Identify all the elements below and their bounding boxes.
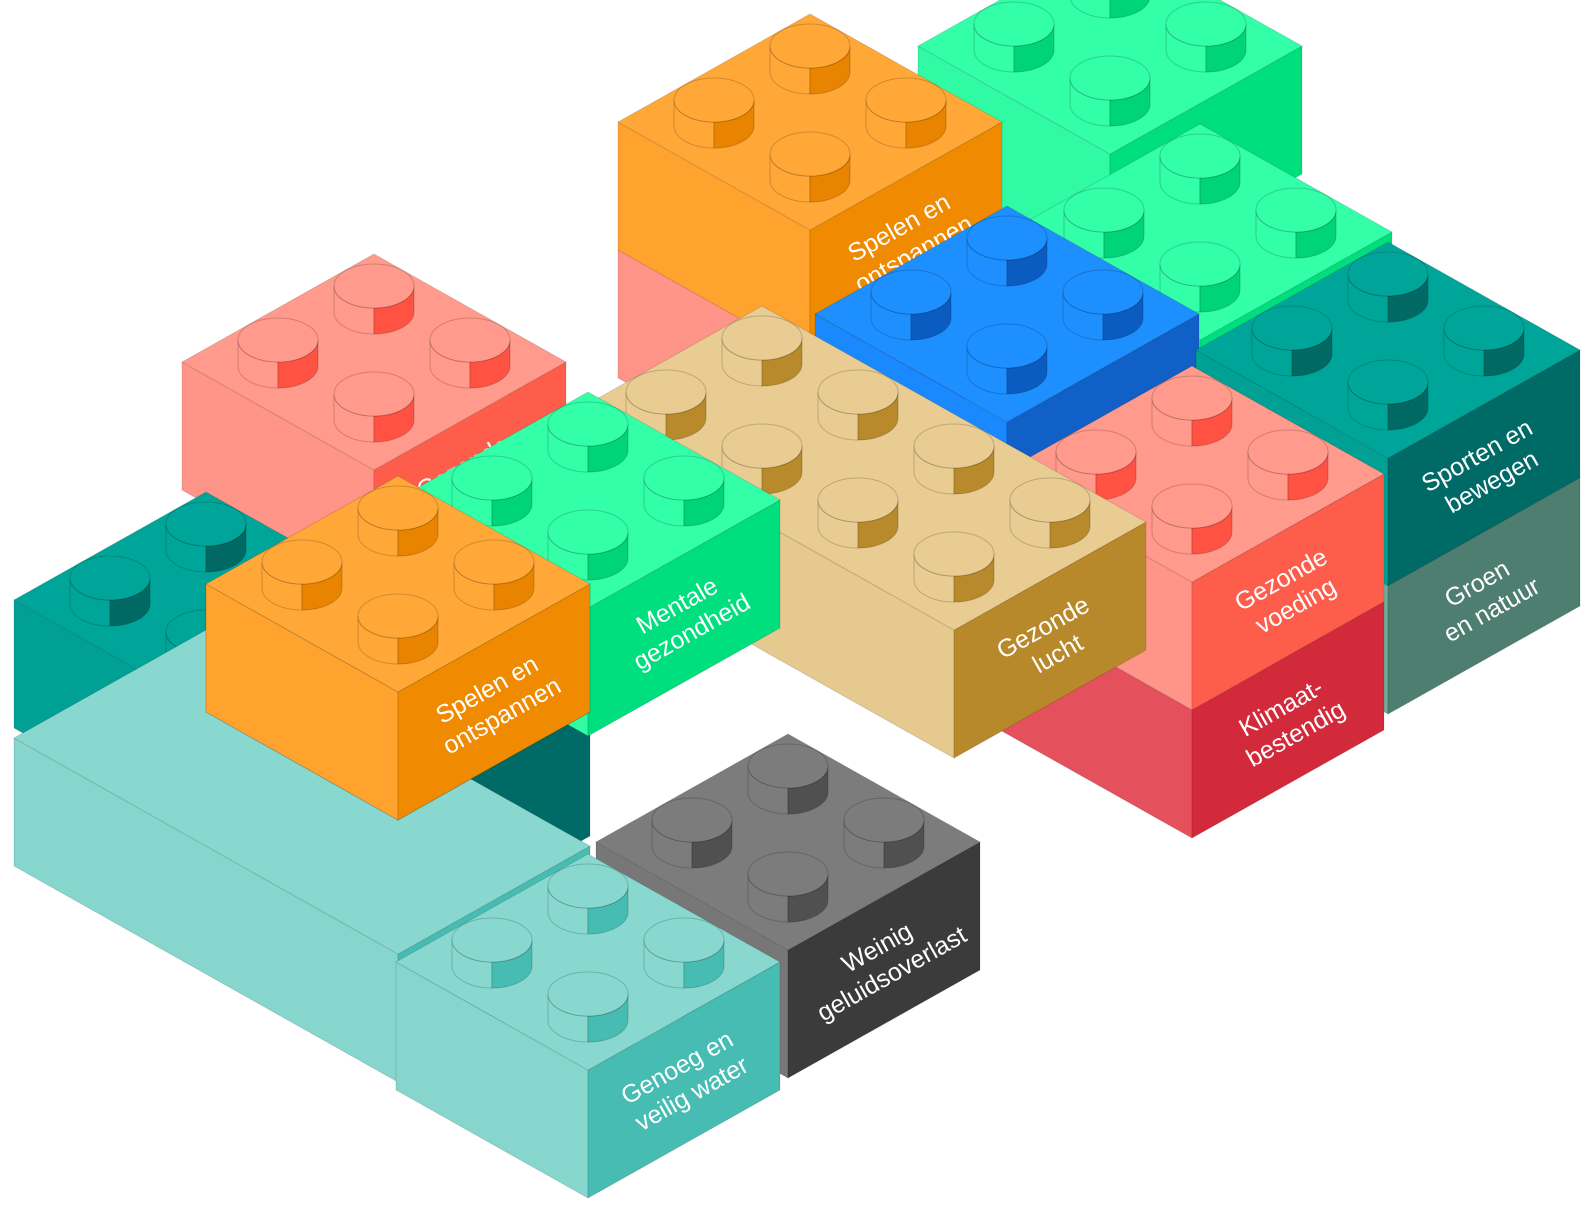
stud-icon — [643, 455, 725, 527]
stud-icon — [237, 317, 319, 389]
stud-icon — [1347, 251, 1429, 323]
stud-icon — [165, 501, 247, 573]
block-top-face — [204, 475, 592, 693]
stud-icon — [966, 323, 1048, 395]
stud-icon — [1247, 429, 1329, 501]
block-right-face — [1191, 601, 1385, 839]
stud-icon — [1255, 187, 1337, 259]
block-top-face — [180, 253, 568, 471]
stud-icon — [1347, 359, 1429, 431]
stud-icon — [1251, 305, 1333, 377]
stud-icon — [817, 369, 899, 441]
stud-icon — [625, 369, 707, 441]
block-top-face — [394, 853, 782, 1071]
stud-icon — [1151, 375, 1233, 447]
stud-icon — [747, 743, 829, 815]
stud-icon — [1062, 269, 1144, 341]
stud-icon — [747, 851, 829, 923]
block-aqua-front: Genoeg enveilig water — [394, 853, 782, 1199]
stud-icon — [1070, 0, 1150, 19]
stud-icon — [870, 269, 952, 341]
stud-icon — [651, 797, 733, 869]
block-right-face — [1387, 477, 1581, 715]
block-top-face — [1194, 241, 1582, 459]
stud-icon — [865, 77, 947, 149]
stud-icon — [913, 531, 995, 603]
stud-icon — [1009, 477, 1091, 549]
stud-icon — [547, 971, 629, 1043]
stud-icon — [451, 917, 533, 989]
block-top-face — [12, 629, 592, 955]
stud-icon — [673, 77, 755, 149]
block-top-face — [568, 305, 1148, 631]
stud-icon — [966, 215, 1048, 287]
stud-icon — [913, 423, 995, 495]
stud-icon — [547, 401, 629, 473]
stud-icon — [357, 485, 439, 557]
stud-icon — [721, 315, 803, 387]
stud-icon — [769, 131, 851, 203]
stud-icon — [769, 23, 851, 95]
block-top-face — [813, 205, 1201, 423]
stud-icon — [643, 917, 725, 989]
stud-icon — [547, 509, 629, 581]
stud-icon — [333, 371, 415, 443]
stud-icon — [1069, 55, 1151, 127]
stud-icon — [1159, 133, 1241, 205]
stud-icon — [429, 317, 511, 389]
stud-icon — [453, 539, 535, 611]
stud-icon — [1151, 483, 1233, 555]
stud-icon — [817, 477, 899, 549]
stud-icon — [357, 593, 439, 665]
stud-icon — [1443, 305, 1525, 377]
stud-icon — [333, 263, 415, 335]
stud-icon — [1165, 1, 1247, 73]
block-top-face — [616, 13, 1004, 231]
stud-icon — [261, 539, 343, 611]
stud-icon — [843, 797, 925, 869]
stud-icon — [547, 863, 629, 935]
block-top-face — [594, 733, 982, 951]
stud-icon — [973, 1, 1055, 73]
stud-icon — [69, 555, 151, 627]
